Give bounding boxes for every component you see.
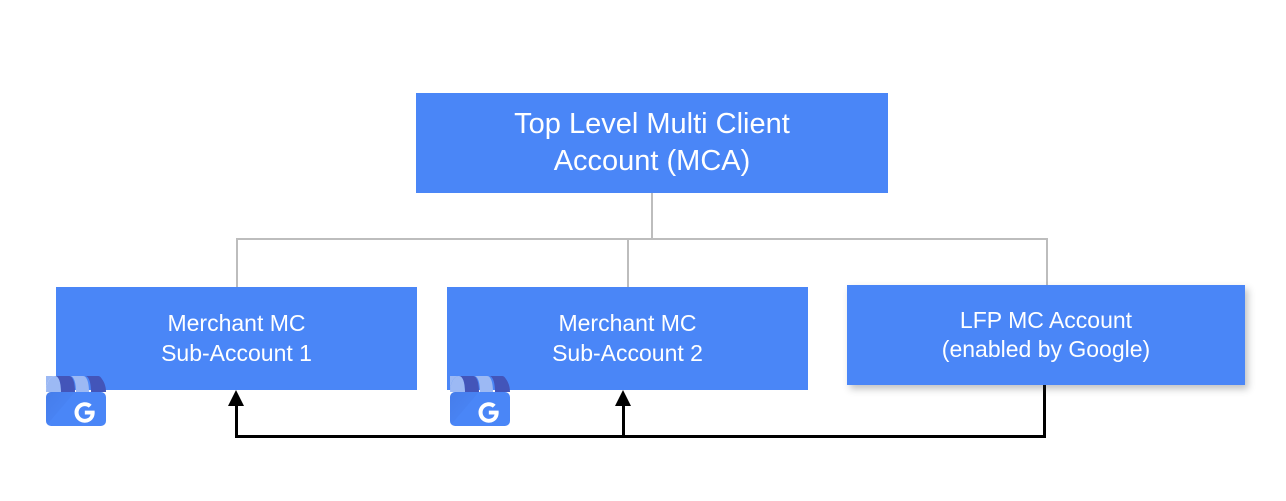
connector-drop-sub2 xyxy=(627,238,629,288)
node-merchant-sub-account-1[interactable]: Merchant MC Sub-Account 1 xyxy=(56,287,417,390)
node-label: Top Level Multi Client Account (MCA) xyxy=(416,106,888,180)
connector-horizontal-bus xyxy=(236,238,1048,240)
node-lfp-mc-account[interactable]: LFP MC Account (enabled by Google) xyxy=(847,285,1245,385)
node-label-line2: (enabled by Google) xyxy=(941,336,1151,362)
google-my-business-icon xyxy=(444,366,516,438)
node-label-line1: LFP MC Account xyxy=(959,306,1133,333)
feedback-arrowhead-sub2 xyxy=(615,390,631,406)
node-merchant-sub-account-2[interactable]: Merchant MC Sub-Account 2 xyxy=(447,287,808,390)
connector-drop-lfp xyxy=(1046,238,1048,286)
node-label: Merchant MC Sub-Account 2 xyxy=(447,309,808,368)
feedback-line-up-sub2 xyxy=(622,404,625,437)
node-label-line1: Merchant MC xyxy=(167,310,306,337)
connector-drop-sub1 xyxy=(236,238,238,288)
node-label-line2: Sub-Account 1 xyxy=(161,339,312,366)
node-label-line1: Top Level Multi Client xyxy=(514,107,790,140)
node-top-level-mca[interactable]: Top Level Multi Client Account (MCA) xyxy=(416,93,888,193)
google-my-business-icon xyxy=(40,366,112,438)
feedback-arrowhead-sub1 xyxy=(228,390,244,406)
node-label: Merchant MC Sub-Account 1 xyxy=(56,309,417,368)
node-label: LFP MC Account (enabled by Google) xyxy=(847,306,1245,365)
feedback-line-vertical-lfp xyxy=(1043,385,1046,438)
feedback-line-horizontal xyxy=(235,435,1046,438)
node-label-line2: Sub-Account 2 xyxy=(552,339,703,366)
node-label-line1: Merchant MC xyxy=(558,310,697,337)
connector-mca-stem xyxy=(651,193,653,239)
node-label-line2: Account (MCA) xyxy=(553,145,751,177)
feedback-line-up-sub1 xyxy=(235,404,238,437)
